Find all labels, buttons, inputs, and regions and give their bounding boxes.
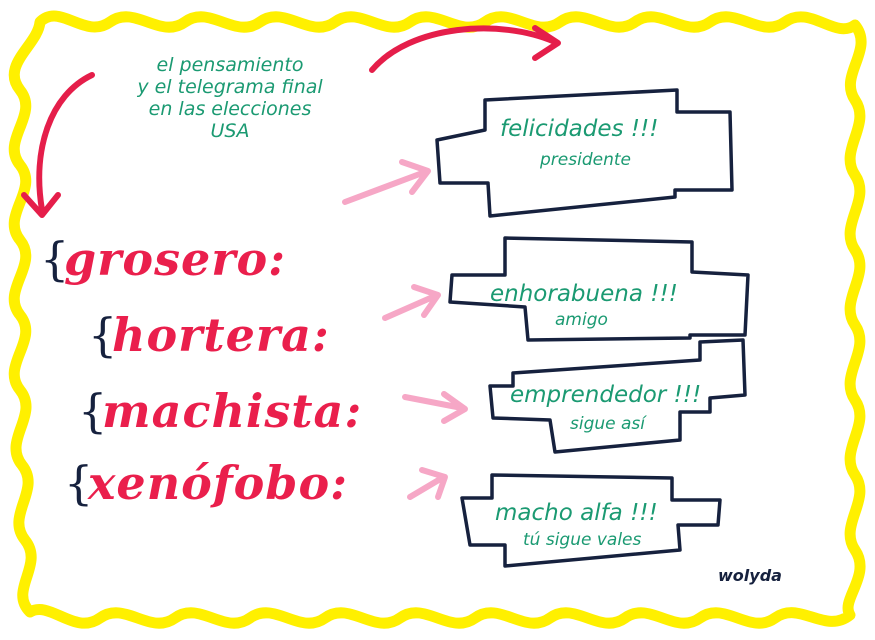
telegram-4-sub: tú sigue vales [523, 530, 642, 550]
red-arrow-left-head [21, 192, 61, 218]
pink-arrow-4 [407, 467, 448, 500]
telegram-3-sub: sigue así [570, 414, 646, 434]
brace-icon: { [88, 308, 118, 362]
brace-icon: { [78, 384, 108, 438]
telegram-shape-1 [435, 88, 734, 218]
telegram-1-main: felicidades !!! [500, 116, 659, 142]
brace-icon: { [64, 456, 94, 510]
brace-icon: { [40, 232, 70, 286]
signature: wolyda [718, 566, 782, 585]
trait-word: grosero: [64, 232, 287, 286]
telegram-shape-4 [460, 473, 722, 568]
intro-line: en las elecciones [148, 98, 312, 120]
telegram-shape-2 [448, 236, 750, 342]
red-arrow-left [36, 72, 95, 213]
telegram-2-main: enhorabuena !!! [490, 281, 678, 307]
red-arrow-top-head [532, 25, 561, 61]
trait-word: xenófobo: [88, 456, 349, 510]
telegram-2-sub: amigo [555, 310, 608, 330]
telegram-1-sub: presidente [540, 150, 631, 170]
intro-line: y el telegrama final [137, 76, 323, 98]
pink-arrow-2 [382, 284, 441, 321]
trait-word: machista: [102, 384, 363, 438]
yellow-frame [8, 10, 867, 629]
intro-line: USA [210, 120, 250, 142]
trait-word: hortera: [112, 308, 330, 362]
telegram-shape-3 [488, 338, 747, 454]
pink-arrow-3 [402, 391, 468, 424]
telegram-4-main: macho alfa !!! [495, 500, 658, 526]
pink-arrow-1 [342, 159, 431, 205]
intro-text: el pensamiento y el telegrama final en l… [80, 54, 380, 142]
intro-line: el pensamiento [156, 54, 304, 76]
telegram-3-main: emprendedor !!! [510, 382, 702, 408]
red-arrow-top [369, 25, 558, 73]
